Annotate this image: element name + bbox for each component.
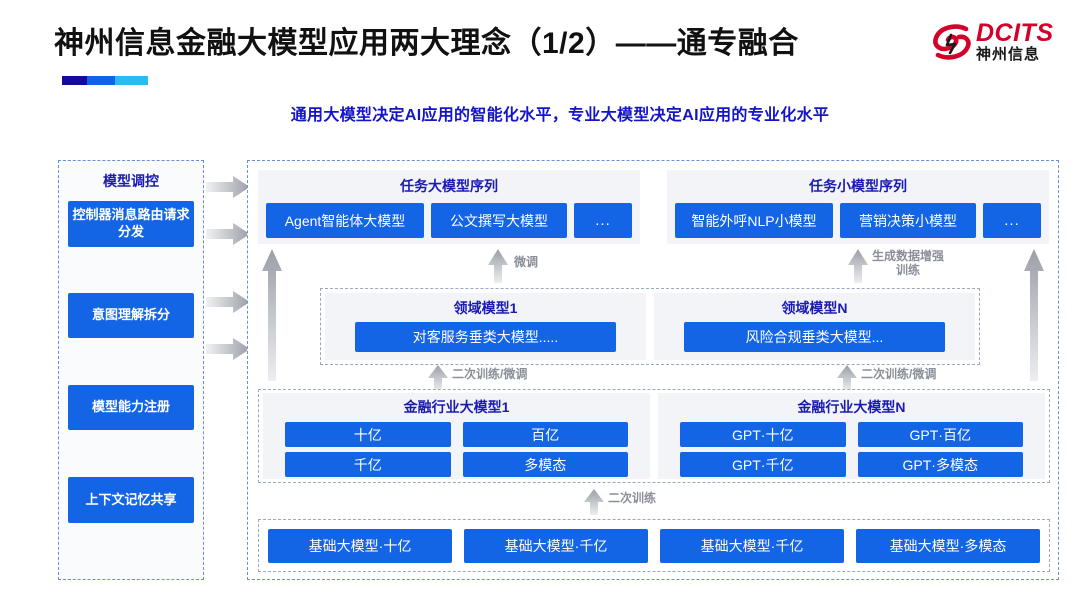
company-logo: DCITS 神州信息 — [932, 18, 1064, 76]
control-item-intent[interactable]: 意图理解拆分 — [68, 293, 194, 338]
logo-brand-cn: 神州信息 — [976, 46, 1041, 64]
domain-model-1-title: 领域模型1 — [453, 300, 518, 316]
control-item-context-memory[interactable]: 上下文记忆共享 — [68, 477, 194, 523]
control-item-capability-register[interactable]: 模型能力注册 — [68, 385, 194, 430]
flow-label-retrain-finetune-left: 二次训练/微调 — [452, 367, 528, 381]
flow-arrow-up-icon-data-augment — [848, 249, 868, 283]
flow-arrow-up-icon-outer-left — [262, 249, 282, 381]
chip-base-billion[interactable]: 基础大模型·十亿 — [268, 528, 452, 563]
domain-model-n-title: 领域模型N — [781, 300, 848, 316]
chip-gpt-hundred-billion[interactable]: GPT·千亿 — [680, 452, 846, 477]
chip-marketing-decision-small-model[interactable]: 营销决策小模型 — [840, 203, 976, 238]
model-architecture-frame: 任务大模型序列 Agent智能体大模型 公文撰写大模型 ... 任务小模型序列 … — [247, 160, 1059, 580]
chip-base-multimodal[interactable]: 基础大模型·多模态 — [856, 528, 1040, 563]
model-control-panel: 模型调控 控制器消息路由请求分发 意图理解拆分 模型能力注册 上下文记忆共享 — [58, 160, 204, 580]
base-model-group: 基础大模型·十亿 基础大模型·千亿 基础大模型·千亿 基础大模型·多模态 — [258, 519, 1050, 572]
chip-gpt-billion[interactable]: GPT·十亿 — [680, 422, 846, 447]
page-title: 神州信息金融大模型应用两大理念（1/2）——通专融合 — [54, 27, 799, 60]
chip-document-writing-model[interactable]: 公文撰写大模型 — [431, 203, 567, 238]
accent-segment-2 — [86, 76, 116, 85]
task-large-model-sequence: 任务大模型序列 Agent智能体大模型 公文撰写大模型 ... — [258, 170, 640, 244]
control-item-router[interactable]: 控制器消息路由请求分发 — [68, 201, 194, 247]
model-control-item-list: 控制器消息路由请求分发 意图理解拆分 模型能力注册 上下文记忆共享 — [68, 201, 194, 575]
flow-arrow-up-icon-retrain-right — [837, 365, 857, 391]
task-small-model-sequence-title: 任务小模型序列 — [809, 178, 907, 194]
task-small-model-sequence: 任务小模型序列 智能外呼NLP小模型 营销决策小模型 ... — [667, 170, 1049, 244]
chip-more-small-models[interactable]: ... — [983, 203, 1041, 238]
industry-model-n: 金融行业大模型N GPT·十亿 GPT·百亿 GPT·千亿 GPT·多模态 — [658, 393, 1045, 479]
flow-label-data-augment-line1: 生成数据增强 — [872, 249, 945, 263]
chip-outbound-nlp-small-model[interactable]: 智能外呼NLP小模型 — [675, 203, 833, 238]
chip-customer-service-vertical-model[interactable]: 对客服务垂类大模型..... — [355, 322, 616, 352]
chip-base-trillion[interactable]: 基础大模型·千亿 — [660, 528, 844, 563]
chip-agent-large-model[interactable]: Agent智能体大模型 — [266, 203, 424, 238]
flow-label-data-augment-line2: 训练 — [896, 262, 921, 277]
chip-risk-compliance-vertical-model[interactable]: 风险合规垂类大模型... — [684, 322, 945, 352]
industry-model-1-title: 金融行业大模型1 — [403, 399, 510, 415]
chip-gpt-ten-billion[interactable]: GPT·百亿 — [857, 422, 1023, 447]
flow-label-retrain-finetune-right: 二次训练/微调 — [861, 367, 937, 381]
chip-hundred-billion[interactable]: 千亿 — [285, 452, 451, 477]
domain-model-n: 领域模型N 风险合规垂类大模型... — [654, 293, 975, 360]
accent-segment-1 — [62, 76, 87, 85]
domain-model-1: 领域模型1 对客服务垂类大模型..... — [325, 293, 646, 360]
industry-model-1: 金融行业大模型1 十亿 百亿 千亿 多模态 — [263, 393, 650, 479]
flow-arrow-up-icon-retrain-base — [584, 489, 604, 515]
domain-model-group: 领域模型1 对客服务垂类大模型..... 领域模型N 风险合规垂类大模型... — [320, 288, 980, 365]
accent-segment-3 — [115, 76, 148, 85]
accent-bar — [62, 76, 148, 85]
connector-arrow-right-icon-2 — [206, 222, 250, 246]
connector-arrow-right-icon-4 — [206, 337, 250, 361]
industry-model-group: 金融行业大模型1 十亿 百亿 千亿 多模态 金融行业大模型N GPT·十亿 GP… — [258, 389, 1050, 483]
flow-label-finetune: 微调 — [514, 255, 539, 269]
task-large-model-sequence-title: 任务大模型序列 — [400, 178, 498, 194]
subtitle: 通用大模型决定AI应用的智能化水平，专业大模型决定AI应用的专业化水平 — [290, 107, 830, 124]
chip-more-large-models[interactable]: ... — [574, 203, 632, 238]
industry-model-n-chip-grid: GPT·十亿 GPT·百亿 GPT·千亿 GPT·多模态 — [680, 422, 1023, 477]
chip-ten-billion[interactable]: 百亿 — [462, 422, 628, 447]
chip-gpt-multimodal[interactable]: GPT·多模态 — [857, 452, 1023, 477]
chip-base-hundred-billion[interactable]: 基础大模型·千亿 — [464, 528, 648, 563]
connector-arrow-right-icon-1 — [206, 175, 250, 199]
industry-model-n-title: 金融行业大模型N — [797, 399, 906, 415]
chip-billion[interactable]: 十亿 — [285, 422, 451, 447]
industry-model-1-chip-grid: 十亿 百亿 千亿 多模态 — [285, 422, 628, 477]
flow-arrow-up-icon-finetune — [488, 249, 508, 283]
task-small-model-chip-list: 智能外呼NLP小模型 营销决策小模型 ... — [675, 203, 1041, 238]
model-control-panel-title: 模型调控 — [103, 173, 159, 189]
task-large-model-chip-list: Agent智能体大模型 公文撰写大模型 ... — [266, 203, 632, 238]
dcits-swirl-icon — [932, 22, 972, 62]
logo-brand-latin: DCITS — [976, 19, 1054, 47]
connector-arrow-right-icon-3 — [206, 290, 250, 314]
chip-multimodal[interactable]: 多模态 — [462, 452, 628, 477]
flow-label-data-augment: 生成数据增强 训练 — [872, 249, 945, 278]
flow-label-retrain-base: 二次训练 — [608, 491, 657, 505]
flow-arrow-up-icon-outer-right — [1024, 249, 1044, 381]
flow-arrow-up-icon-retrain-left — [428, 365, 448, 391]
